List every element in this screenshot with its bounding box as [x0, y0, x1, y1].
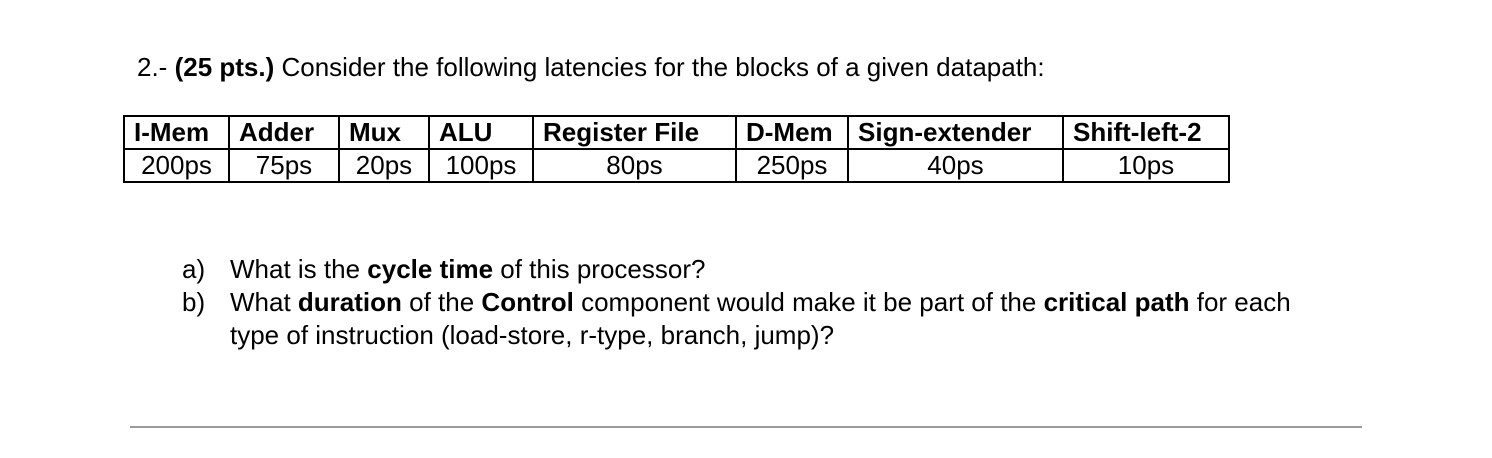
column-header-mux: Mux	[338, 115, 430, 150]
text-segment: (25 pts.)	[174, 52, 275, 82]
question-b-text: What duration of the Control component w…	[230, 286, 1310, 352]
latency-value-register-file: 80ps	[532, 148, 737, 183]
column-header-register-file: Register File	[532, 115, 737, 150]
question-b: b) What duration of the Control componen…	[182, 286, 1492, 352]
text-segment: for each type of instruction (load-store…	[230, 287, 1291, 350]
text-segment: duration	[297, 287, 402, 317]
question-a: a) What is the cycle time of this proces…	[182, 253, 1492, 286]
latency-value-sign-extender: 40ps	[847, 148, 1064, 183]
bottom-divider	[130, 426, 1362, 428]
problem-title: 2.- (25 pts.) Consider the following lat…	[137, 52, 1492, 82]
column-header-sign-extender: Sign-extender	[847, 115, 1064, 150]
text-segment: of the	[401, 287, 482, 317]
question-a-label: a)	[182, 254, 206, 284]
document: 2.- (25 pts.) Consider the following lat…	[0, 52, 1492, 428]
latency-value-alu: 100ps	[428, 148, 534, 183]
latency-value-shift-left-2: 10ps	[1062, 148, 1230, 183]
table-header-row: I-Mem Adder Mux ALU Register File D-Mem …	[123, 115, 1230, 150]
text-segment: What	[230, 287, 298, 317]
latency-value-mux: 20ps	[338, 148, 430, 183]
latency-value-dmem: 250ps	[735, 148, 849, 183]
text-segment: 2.-	[137, 52, 175, 82]
question-list: a) What is the cycle time of this proces…	[182, 253, 1492, 352]
text-segment: cycle time	[367, 254, 494, 284]
column-header-alu: ALU	[428, 115, 534, 150]
latency-table: I-Mem Adder Mux ALU Register File D-Mem …	[123, 115, 1230, 183]
text-segment: What is the	[230, 254, 368, 284]
text-segment: of this processor?	[493, 254, 706, 284]
column-header-adder: Adder	[228, 115, 340, 150]
column-header-dmem: D-Mem	[735, 115, 849, 150]
question-b-label: b)	[182, 287, 206, 317]
column-header-shift-left-2: Shift-left-2	[1062, 115, 1230, 150]
column-header-imem: I-Mem	[123, 115, 230, 150]
table-row: 200ps 75ps 20ps 100ps 80ps 250ps 40ps 10…	[123, 148, 1230, 183]
latency-value-imem: 200ps	[123, 148, 230, 183]
latency-value-adder: 75ps	[228, 148, 340, 183]
text-segment: component would make it be part of the	[573, 287, 1044, 317]
question-a-text: What is the cycle time of this processor…	[230, 253, 705, 286]
text-segment: Control	[481, 287, 574, 317]
text-segment: critical path	[1043, 287, 1190, 317]
text-segment: Consider the following latencies for the…	[274, 52, 1045, 82]
